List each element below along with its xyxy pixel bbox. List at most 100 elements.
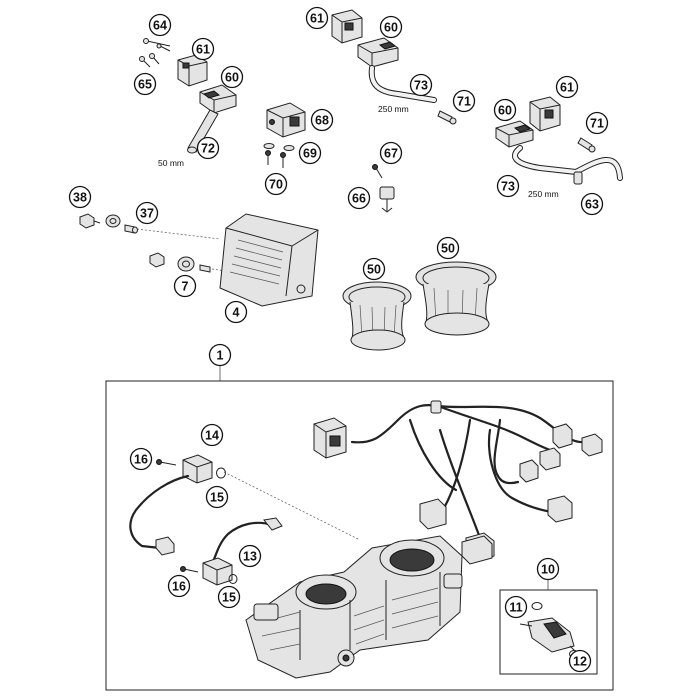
callout-circle — [224, 300, 248, 324]
callout-number: 13 — [243, 550, 257, 564]
callout-circle — [452, 89, 476, 113]
callout-15: 15 — [217, 585, 241, 609]
callout-number: 61 — [560, 81, 574, 95]
callout-60: 60 — [220, 65, 244, 89]
callout-number: 15 — [210, 491, 224, 505]
callout-50: 50 — [362, 257, 386, 281]
callout-circle — [167, 574, 191, 598]
screw-16-a — [156, 459, 177, 466]
callout-15: 15 — [205, 485, 229, 509]
callout-number: 16 — [172, 580, 186, 594]
sensor-66 — [379, 186, 395, 213]
sensor-group-top-right: 250 mm — [495, 96, 623, 199]
callout-circle — [173, 274, 197, 298]
callout-number: 72 — [201, 142, 215, 156]
pressure-sensor-60 — [199, 84, 237, 114]
callout-number: 61 — [310, 12, 324, 26]
callout-circle — [496, 174, 520, 198]
callout-circle — [238, 544, 262, 568]
callout-circle — [436, 236, 460, 260]
callout-number: 64 — [153, 19, 167, 33]
fuel-injector — [519, 617, 579, 655]
screws-70 — [265, 150, 286, 168]
callout-72: 72 — [196, 136, 220, 160]
intake-funnel-50-right — [415, 261, 497, 336]
screws-65 — [139, 53, 160, 68]
connector-g — [419, 498, 447, 530]
callout-circle — [555, 75, 579, 99]
callout-circle — [68, 185, 92, 209]
sensor-68 — [266, 102, 306, 138]
callout-number: 73 — [414, 79, 428, 93]
ecu-unit-4 — [219, 213, 319, 307]
callout-11: 11 — [504, 595, 528, 619]
connector-c — [581, 433, 603, 457]
pressure-sensor-60-c — [495, 120, 534, 148]
injector-o-ring-11 — [531, 602, 543, 610]
callout-number: 73 — [501, 180, 515, 194]
callout-number: 61 — [196, 43, 210, 57]
callout-circle — [133, 72, 157, 96]
callout-61: 61 — [191, 37, 215, 61]
callout-number: 71 — [590, 117, 604, 131]
connector-e — [539, 447, 561, 471]
callout-circle — [585, 111, 609, 135]
callout-number: 16 — [134, 453, 148, 467]
callout-circle — [217, 585, 241, 609]
callout-circle — [196, 136, 220, 160]
connector-a — [430, 400, 442, 414]
callout-number: 14 — [205, 429, 219, 443]
twin-throttle-body — [245, 535, 493, 679]
sensor-group-top-center: 250 mm — [331, 9, 457, 125]
callout-64: 64 — [148, 13, 172, 37]
callout-number: 60 — [384, 21, 398, 35]
callout-number: 68 — [315, 114, 329, 128]
washers-69 — [263, 143, 295, 151]
callout-number: 70 — [269, 178, 283, 192]
grommet-38-b — [105, 214, 121, 228]
callout-number: 60 — [498, 104, 512, 118]
sensor-block-61-b — [331, 9, 363, 44]
callout-63: 63 — [580, 192, 604, 216]
callout-number: 4 — [233, 306, 240, 320]
callout-number: 15 — [222, 591, 236, 605]
bushing-37 — [124, 224, 138, 234]
screw-16-b — [180, 566, 199, 573]
hose-length-label: 50 mm — [158, 158, 184, 168]
callout-number: 50 — [367, 263, 381, 277]
hose-72 — [187, 109, 219, 154]
callout-number: 38 — [73, 191, 87, 205]
callout-10: 10 — [536, 557, 560, 581]
hose-73-b — [512, 145, 623, 181]
callout-66: 66 — [347, 186, 371, 210]
callout-number: 65 — [138, 78, 152, 92]
callout-circle — [298, 141, 322, 165]
o-ring-15-b — [228, 574, 238, 584]
sensor-block-61 — [177, 54, 208, 87]
callout-number: 71 — [457, 95, 471, 109]
throttle-sensor-13 — [180, 517, 283, 586]
callout-71: 71 — [452, 89, 476, 113]
callout-73: 73 — [496, 174, 520, 198]
hose-73-a — [368, 65, 437, 103]
callout-circle — [305, 6, 329, 30]
throttle-sensor-14 — [129, 454, 361, 556]
o-ring-15-a — [216, 467, 226, 479]
connector-f — [547, 495, 573, 523]
callout-circle — [264, 172, 288, 196]
callout-67: 67 — [379, 141, 403, 165]
callout-circle — [409, 73, 433, 97]
connector-main — [313, 417, 347, 459]
callout-circle — [200, 423, 224, 447]
callout-number: 63 — [585, 198, 599, 212]
bolt-38 — [79, 213, 101, 229]
callout-4: 4 — [224, 300, 248, 324]
clamp-63 — [573, 171, 583, 185]
callout-70: 70 — [264, 172, 288, 196]
wiring-harness — [313, 400, 603, 562]
callout-circle — [208, 343, 232, 367]
callout-circle — [493, 98, 517, 122]
callout-50: 50 — [436, 236, 460, 260]
callout-60: 60 — [379, 15, 403, 39]
